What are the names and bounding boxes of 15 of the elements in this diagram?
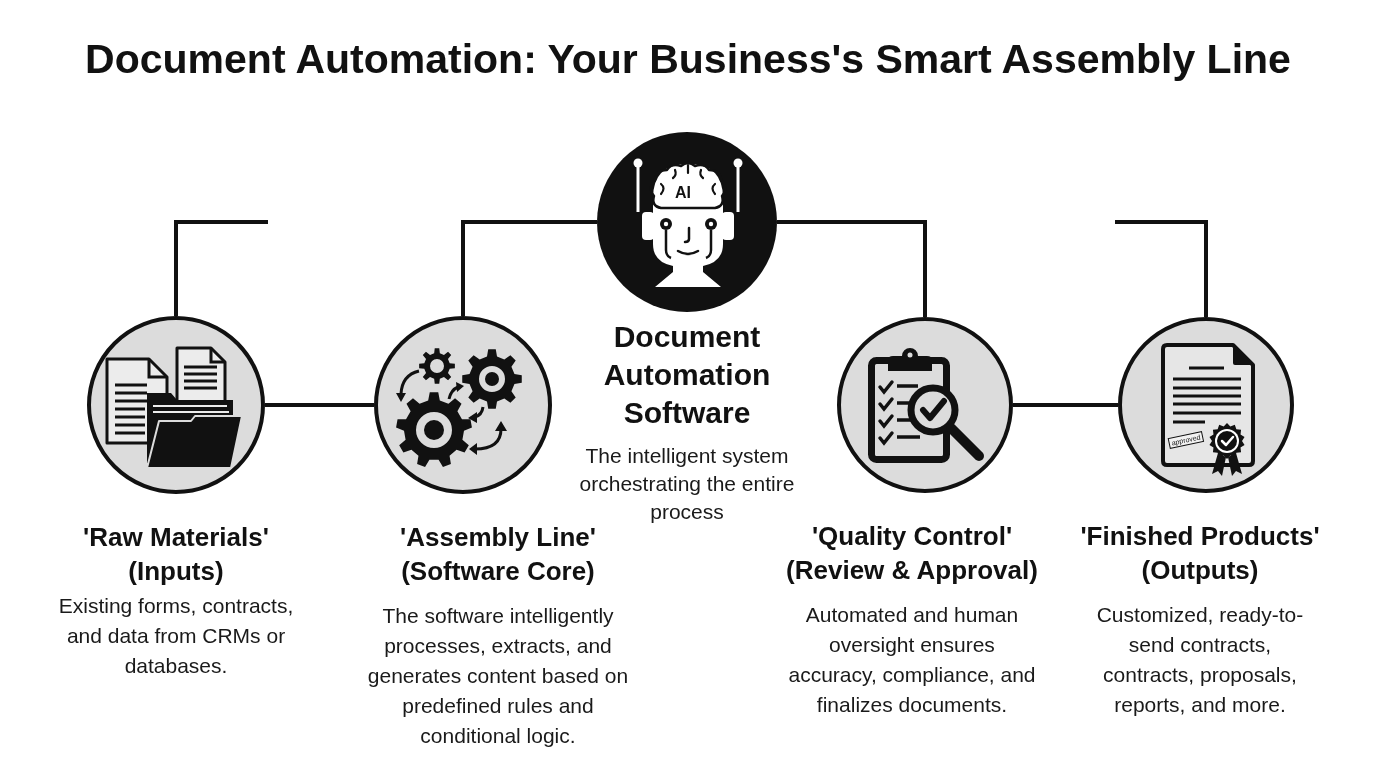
- step-description: Existing forms, contracts, and data from CRMs or databases.: [57, 593, 295, 679]
- connector-line: [1115, 220, 1208, 317]
- connector-line: [174, 220, 268, 316]
- step-title: 'Raw Materials' (Inputs): [82, 521, 270, 588]
- step-title: 'Finished Products' (Outputs): [1079, 520, 1321, 587]
- brain-label: AI: [675, 185, 691, 201]
- diagram-title: Document Automation: Your Business's Smart Assembly Line: [84, 35, 1292, 84]
- step-description: Customized, ready-to-send contracts, contracts, proposals, reports, and more.: [1095, 602, 1305, 718]
- connector-line: [265, 403, 374, 407]
- connector-line: [777, 220, 927, 317]
- step-description: The software intelligently processes, extracts, and generates content based on predefined rules and conditional logic.: [366, 603, 630, 749]
- connector-line: [461, 220, 597, 316]
- connector-line: [1013, 403, 1118, 407]
- hub-title: Document Automation Software: [602, 319, 772, 431]
- step-description: Automated and human oversight ensures accuracy, compliance, and finalizes documents.: [787, 602, 1037, 718]
